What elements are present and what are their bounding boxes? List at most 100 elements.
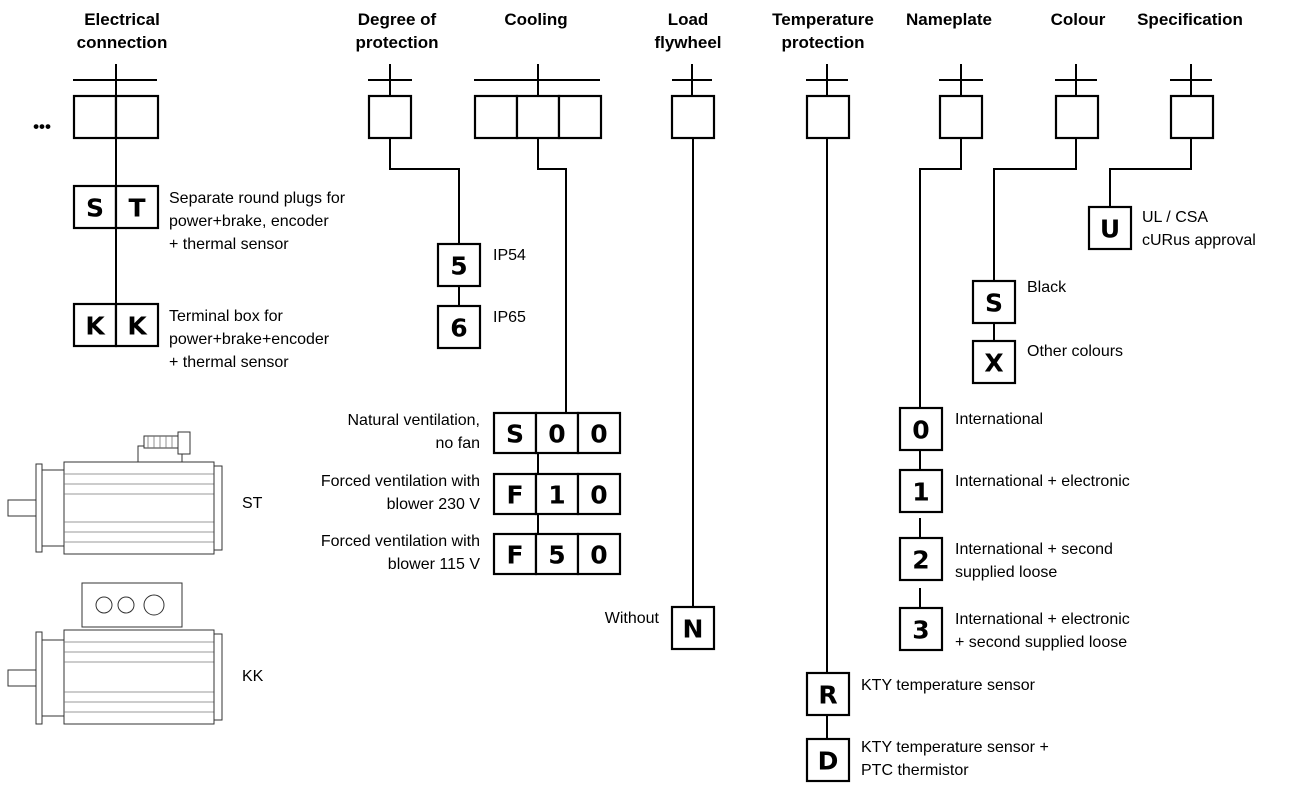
cooling-option-f50-char: 0 [590,541,607,570]
colour-option-x-char: X [984,349,1003,378]
cooling-option-s00-char: S [506,420,524,449]
cooling-top-cell [473,94,519,140]
colour-option-s-char: S [985,289,1003,318]
ellipsis-icon: ••• [33,117,51,136]
cooling-top-cell [557,94,603,140]
electrical-option-st-cell [114,184,160,230]
header-degree-of-protection: Degree of [358,10,437,29]
nameplate-option-0-label: International [955,411,1043,428]
nameplate-option-3-label: International + electronic [955,611,1130,628]
motor-st-illustration [7,431,223,555]
cooling-option-f10-label: blower 230 V [387,496,481,513]
nameplate-line [919,138,962,408]
cooling-option-s00-cell [534,411,580,455]
nameplate-option-2-label: supplied loose [955,564,1057,581]
electrical-option-kk-label: + thermal sensor [169,354,289,371]
nameplate-option-2-label: International + second [955,541,1113,558]
cooling-option-f50-char: 5 [548,541,565,570]
cooling-top-cell [515,94,561,140]
temperature-option-d-cell [805,737,851,783]
cooling-line [537,138,567,413]
electrical-option-st-char: T [128,194,145,223]
header-electrical-connection: Electrical [84,10,160,29]
cooling-option-s00-char: 0 [590,420,607,449]
electrical-option-kk-cell [114,302,160,348]
cooling-option-f50-char: F [506,541,523,570]
specification-line [1109,138,1192,207]
header-colour: Colour [1051,10,1106,29]
cooling-option-s00-label: no fan [436,435,480,452]
temperature-option-d-char: D [818,747,839,776]
cooling-option-f50-label: blower 115 V [388,556,481,573]
colour-top-cell [1054,94,1100,140]
colour-option-x-label: Other colours [1027,343,1123,360]
nameplate-option-3-cell [898,606,944,652]
motor-st-label: ST [242,495,263,512]
cooling-option-f50-label: Forced ventilation with [321,533,480,550]
header-temperature-protection: protection [781,33,864,52]
specification-option-u-label: UL / CSA [1142,209,1208,226]
specification-option-u-label: cURus approval [1142,232,1256,249]
nameplate-option-1-char: 1 [912,478,929,507]
temperature-option-r-cell [805,671,851,717]
electrical-option-kk-cell [72,302,118,348]
electrical-option-kk-char: K [127,312,148,341]
protection-option-6-label: IP65 [493,309,526,326]
header-electrical-connection: connection [77,33,168,52]
protection-option-5-cell [436,242,482,288]
nameplate-option-0-cell [898,406,944,452]
cooling-option-f10-char: F [506,481,523,510]
electrical-option-st-char: S [86,194,104,223]
header-load-flywheel: flywheel [654,33,721,52]
cooling-option-f10-char: 0 [590,481,607,510]
electrical-option-st-label: power+brake, encoder [169,213,329,230]
electrical-option-st-cell [72,184,118,230]
flywheel-option-n-char: N [683,615,704,644]
electrical-top-cell [114,94,160,140]
colour-option-s-label: Black [1027,279,1067,296]
cooling-option-f10-label: Forced ventilation with [321,473,480,490]
electrical-option-kk-label: Terminal box for [169,308,283,325]
header-nameplate: Nameplate [906,10,992,29]
cooling-option-f10-cell [492,472,538,516]
cooling-option-f10-cell [576,472,622,516]
electrical-option-kk-label: power+brake+encoder [169,331,330,348]
nameplate-option-1-label: International + electronic [955,473,1130,490]
colour-option-x-cell [971,339,1017,385]
protection-option-5-label: IP54 [493,247,526,264]
nameplate-option-0-char: 0 [912,416,929,445]
motor-kk-label: KK [242,668,264,685]
cooling-option-s00-cell [492,411,538,455]
header-degree-of-protection: protection [355,33,438,52]
cooling-option-s00-char: 0 [548,420,565,449]
colour-option-s-cell [971,279,1017,325]
header-temperature-protection: Temperature [772,10,874,29]
cooling-option-f50-cell [492,532,538,576]
cooling-option-f10-cell [534,472,580,516]
specification-top-cell [1169,94,1215,140]
specification-option-u-char: U [1100,215,1120,244]
nameplate-option-2-char: 2 [912,546,929,575]
flywheel-option-n-label: Without [605,610,660,627]
protection-option-5-char: 5 [450,252,467,281]
cooling-option-f50-cell [576,532,622,576]
electrical-option-kk-char: K [85,312,106,341]
temperature-option-d-label: PTC thermistor [861,762,969,779]
colour-line [993,138,1077,281]
electrical-option-st-label: Separate round plugs for [169,190,346,207]
flywheel-top-cell [670,94,716,140]
electrical-option-st-label: + thermal sensor [169,236,289,253]
header-cooling: Cooling [504,10,567,29]
flywheel-option-n-cell [670,605,716,651]
temperature-top-cell [805,94,851,140]
nameplate-option-3-label: + second supplied loose [955,634,1127,651]
header-load-flywheel: Load [668,10,709,29]
motor-kk-illustration [7,582,223,725]
cooling-option-f10-char: 1 [548,481,565,510]
nameplate-top-cell [938,94,984,140]
nameplate-option-1-cell [898,468,944,514]
nameplate-option-2-cell [898,536,944,582]
specification-option-u-cell [1087,205,1133,251]
cooling-option-s00-cell [576,411,622,455]
